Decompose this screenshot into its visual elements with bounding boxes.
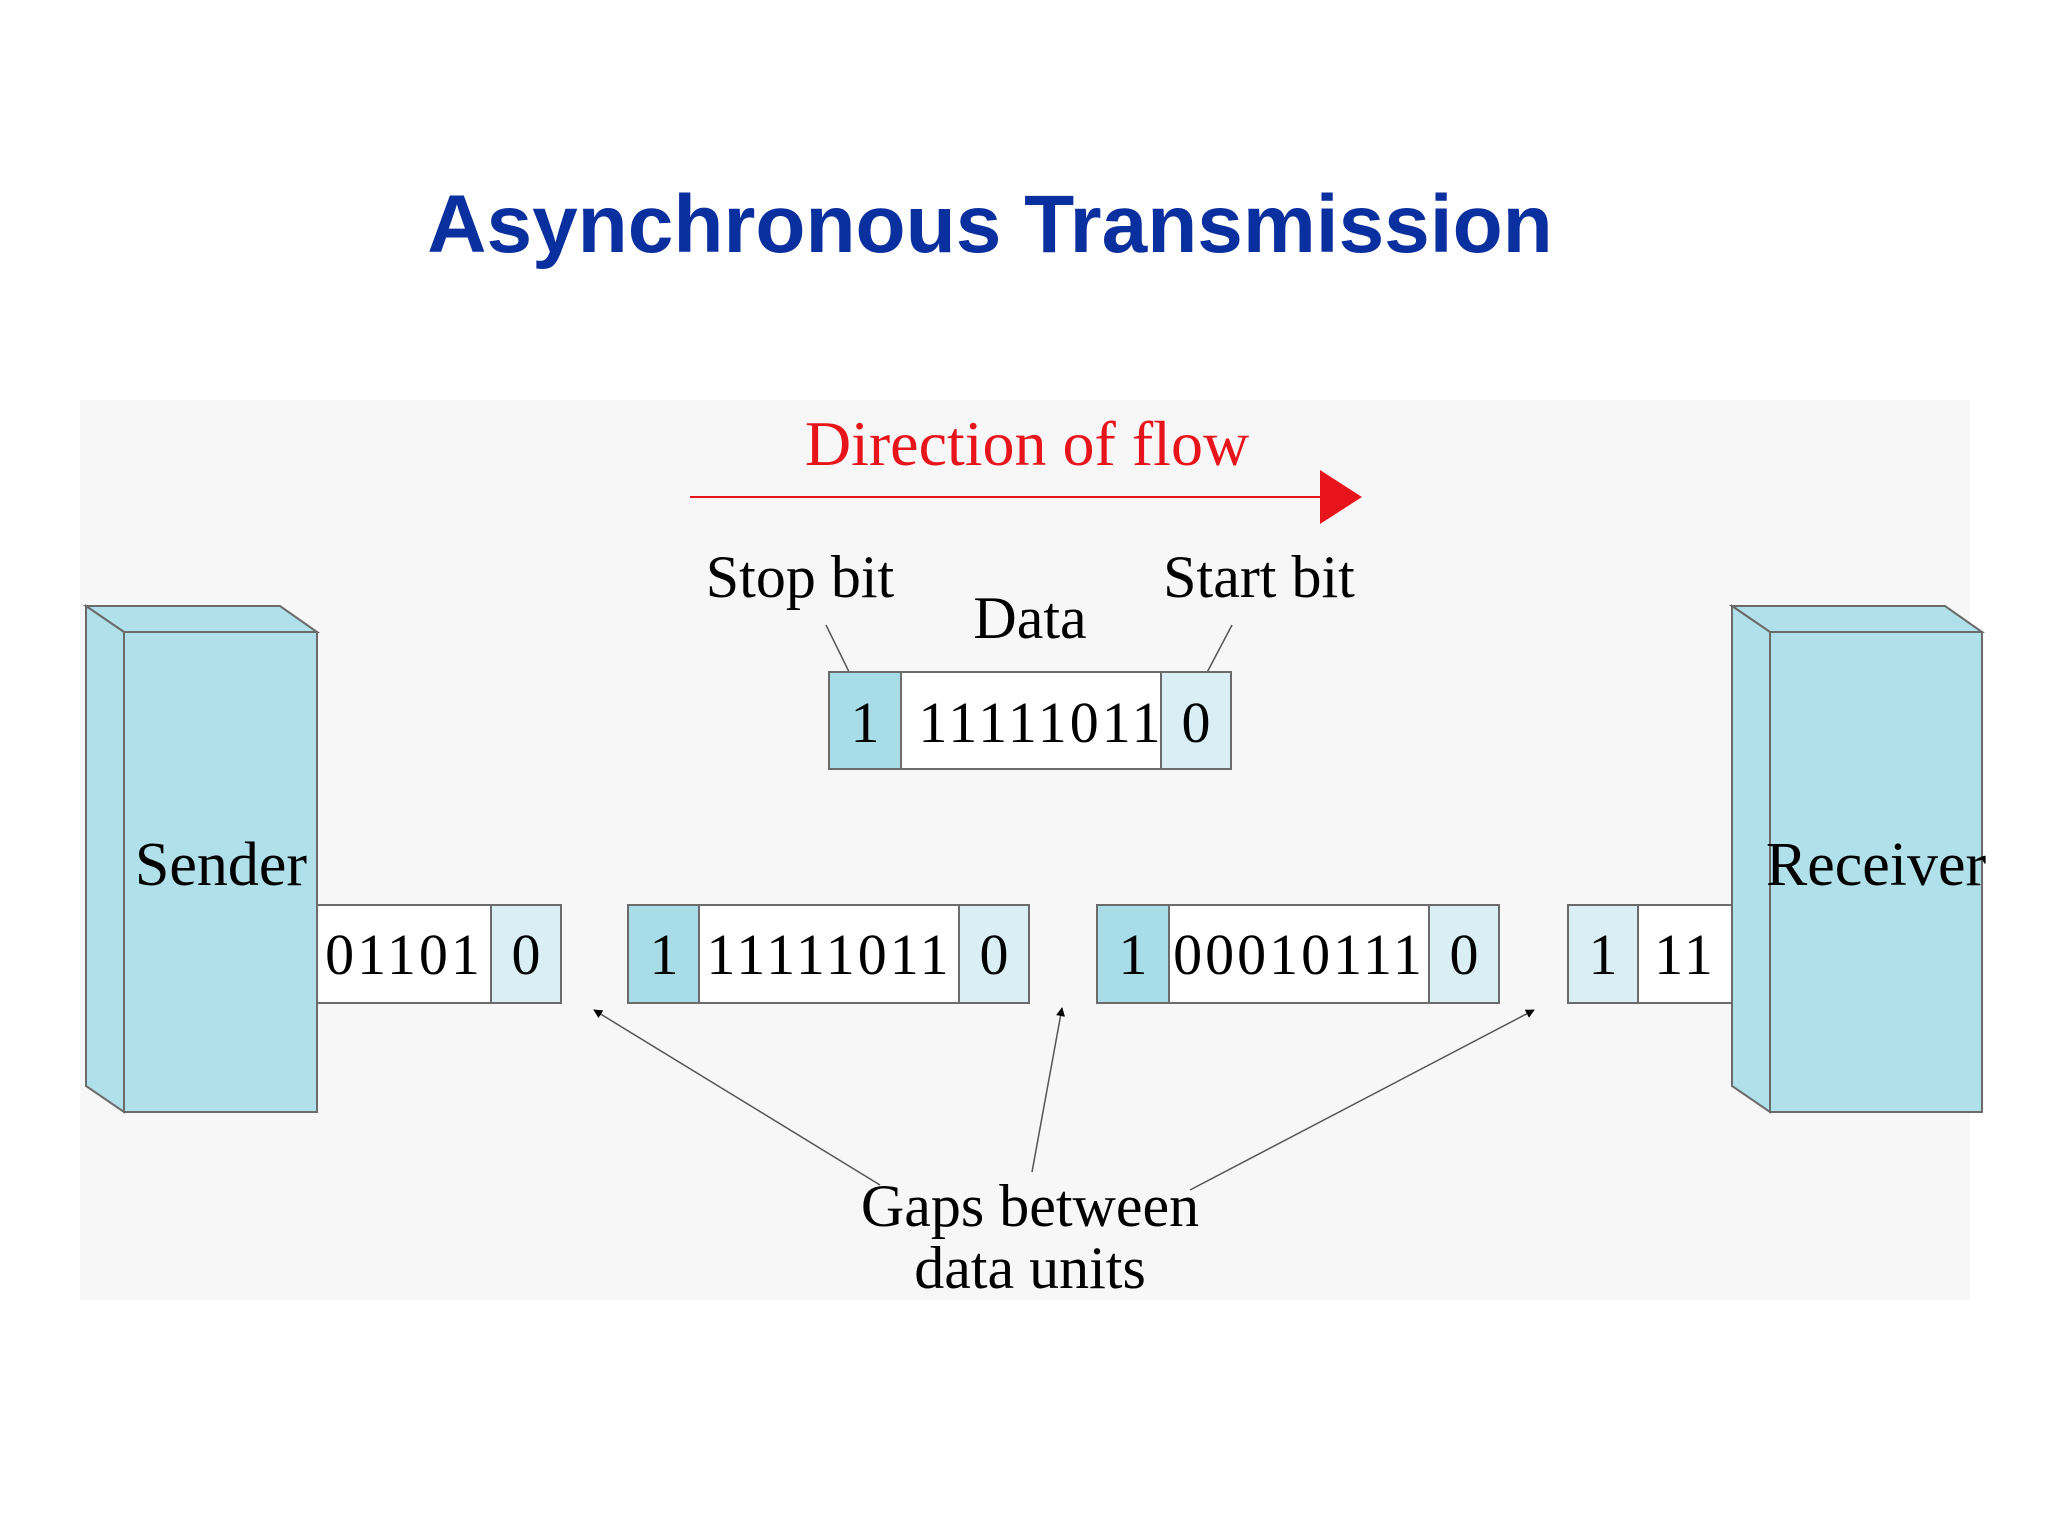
receiver-side-face [1731, 604, 1771, 1114]
frame-1-data-cell [698, 904, 960, 1004]
partial-receiver-data-value: 11 [1654, 922, 1716, 987]
sender-top-face [82, 605, 321, 633]
detail-start-bit-value: 0 [1182, 690, 1211, 755]
start-bit-label: Start bit [1163, 544, 1355, 610]
sender-front-face [123, 631, 318, 1113]
detail-data-value: 11111011 [918, 690, 1163, 755]
stream-frame-2: 1 00010111 0 [1096, 904, 1500, 1004]
detail-start-bit-cell [1160, 671, 1232, 770]
frame-2-stop-bit-cell [1096, 904, 1170, 1004]
detail-stop-bit-cell [828, 671, 902, 770]
direction-of-flow-label: Direction of flow [805, 408, 1249, 479]
gaps-label-line-1: Gaps between [861, 1173, 1199, 1239]
partial-sender-data-cell [316, 904, 492, 1004]
sender-side-face [85, 604, 125, 1114]
frame-2-data-value: 00010111 [1173, 922, 1425, 987]
partial-sender-data-value: 01101 [325, 922, 483, 987]
detail-stop-bit-value: 1 [851, 690, 880, 755]
frame-2-stop-bit-value: 1 [1119, 922, 1148, 987]
partial-sender-start-bit-value: 0 [512, 922, 541, 987]
sender-label: Sender [135, 831, 308, 899]
receiver-box: Receiver [1728, 604, 1987, 1114]
data-label: Data [973, 585, 1086, 651]
frame-1-start-bit-cell [958, 904, 1030, 1004]
gap-arrow-1 [593, 1009, 881, 1186]
gap-arrow-2 [1031, 1007, 1065, 1173]
receiver-label: Receiver [1766, 831, 1987, 899]
frame-2-start-bit-cell [1428, 904, 1500, 1004]
partial-receiver-stop-bit-value: 1 [1589, 922, 1618, 987]
slide-title: Asynchronous Transmission [427, 179, 1553, 270]
partial-receiver-data-cell [1637, 904, 1733, 1004]
frame-1-stop-bit-value: 1 [650, 922, 679, 987]
diagram-panel [80, 400, 1970, 1300]
detail-data-cell [900, 671, 1162, 770]
frame-2-data-cell [1168, 904, 1430, 1004]
stream-partial-receiver: 1 11 [1567, 904, 1733, 1004]
partial-sender-start-bit-cell [490, 904, 562, 1004]
direction-arrow-head [1320, 470, 1362, 524]
stream-frame-1: 1 11111011 0 [627, 904, 1030, 1004]
frame-1-start-bit-value: 0 [980, 922, 1009, 987]
gaps-label-line-2: data units [914, 1235, 1146, 1301]
receiver-top-face [1728, 605, 1986, 633]
stop-bit-label: Stop bit [706, 544, 895, 610]
sender-box: Sender [82, 604, 321, 1114]
partial-receiver-stop-bit-cell [1567, 904, 1639, 1004]
detail-frame: 1 11111011 0 [828, 671, 1232, 770]
frame-1-data-value: 11111011 [706, 922, 951, 987]
frame-2-start-bit-value: 0 [1450, 922, 1479, 987]
stream-partial-sender: 01101 0 [316, 904, 562, 1004]
receiver-front-face [1769, 631, 1983, 1113]
gap-arrow-3 [1189, 1009, 1535, 1191]
